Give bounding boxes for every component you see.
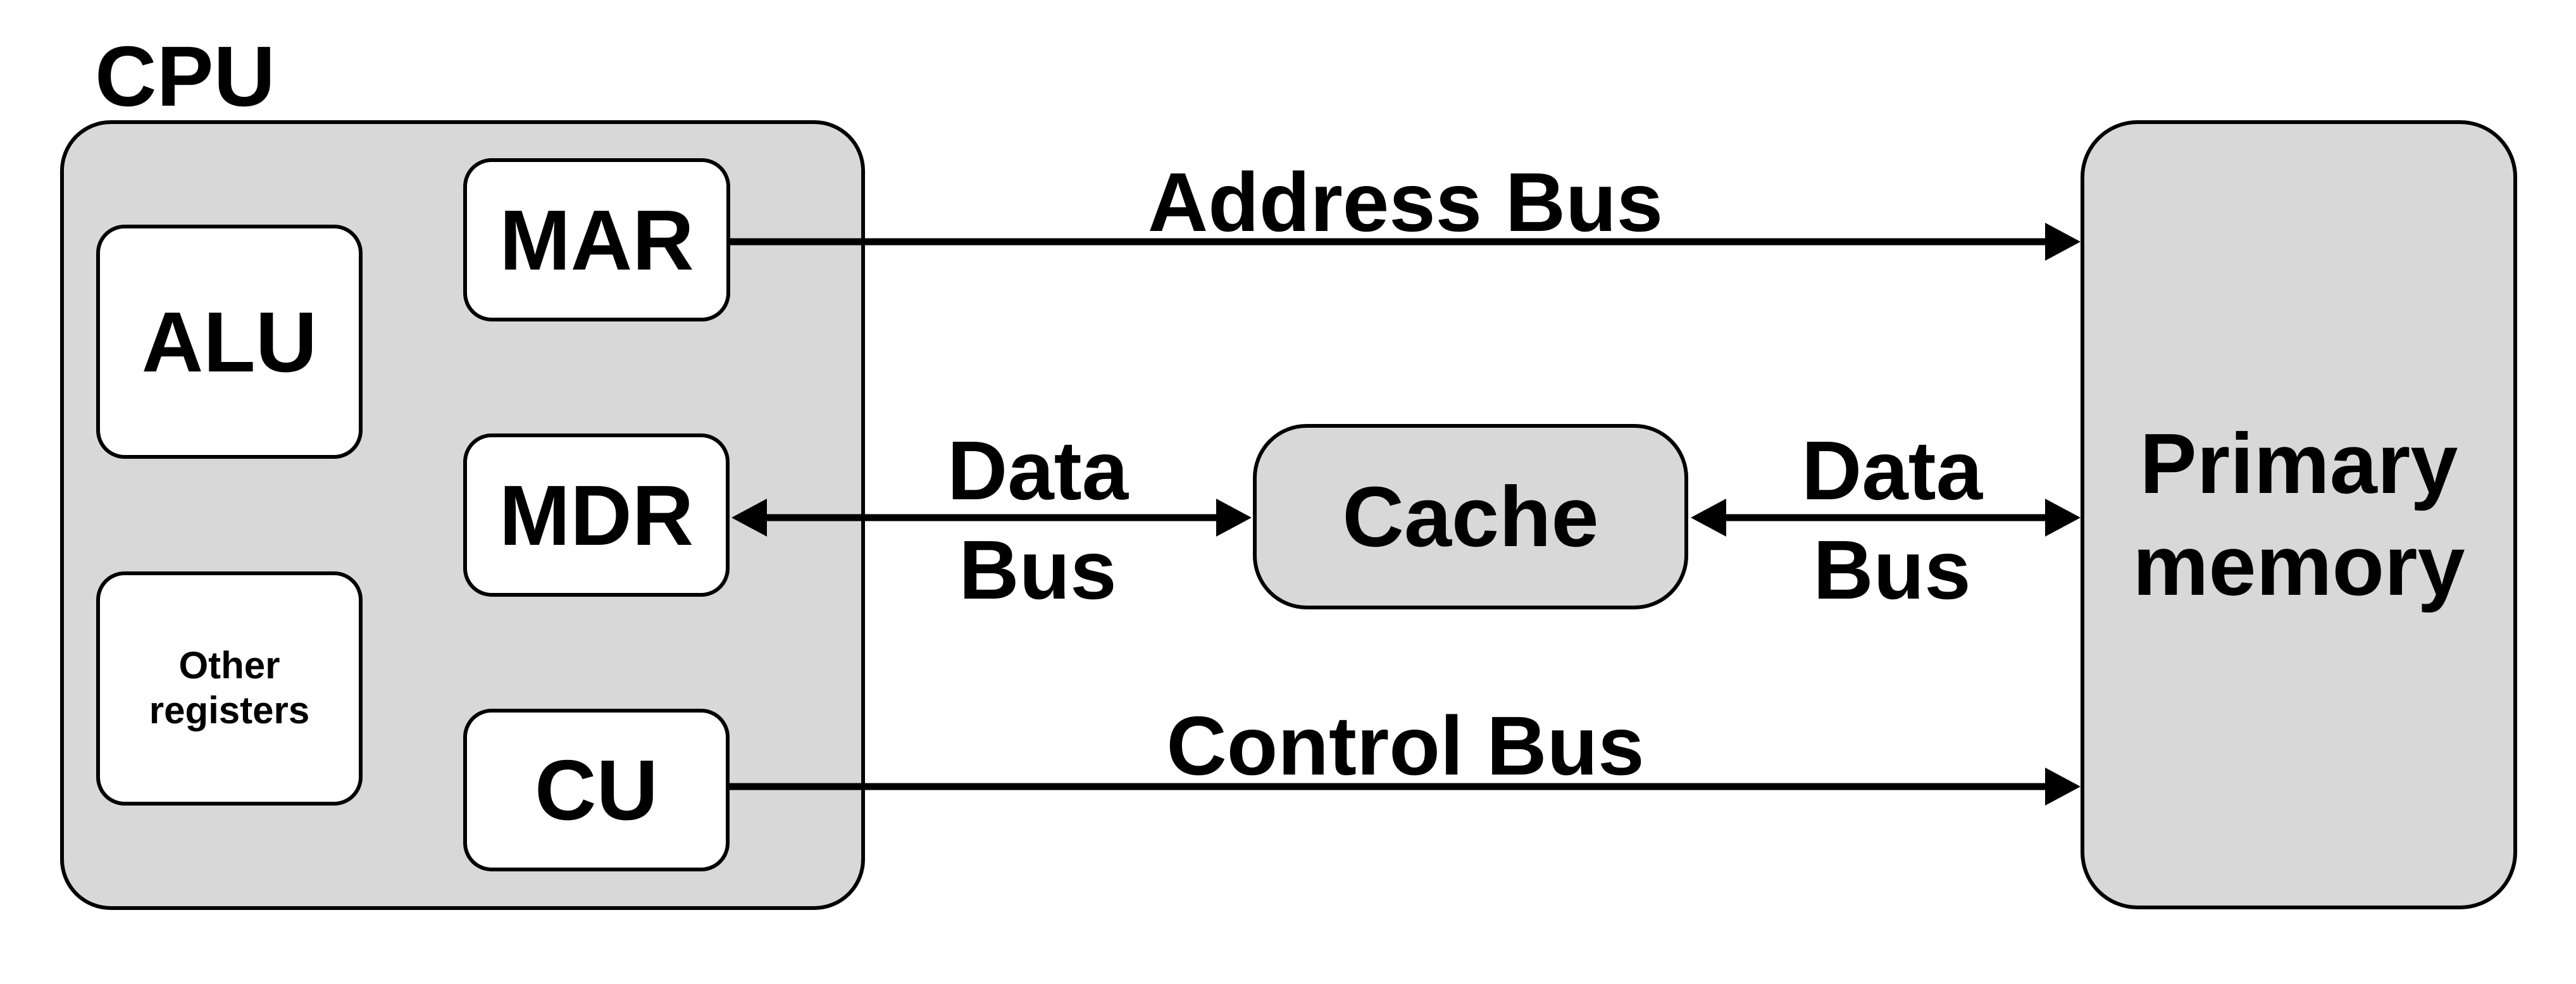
cu-box: CU [463, 709, 730, 871]
mdr-box: MDR [463, 433, 730, 597]
primary-memory-box: Primary memory [2081, 120, 2517, 909]
data-bus-right-label: Data Bus [1801, 424, 1983, 617]
alu-label: ALU [141, 294, 318, 390]
other-registers-label: Other registers [149, 644, 310, 732]
cache-box: Cache [1253, 424, 1688, 609]
other-registers-box: Other registers [96, 571, 363, 806]
cu-label: CU [535, 742, 658, 838]
data-bus-left-label: Data Bus [947, 424, 1129, 617]
mar-box: MAR [463, 158, 730, 321]
mdr-label: MDR [499, 467, 694, 563]
address-bus-label: Address Bus [1147, 156, 1664, 249]
alu-box: ALU [96, 225, 363, 459]
primary-memory-label: Primary memory [2132, 415, 2465, 613]
cpu-label: CPU [95, 28, 276, 124]
mar-label: MAR [499, 192, 694, 288]
cache-label: Cache [1342, 469, 1599, 564]
control-bus-label: Control Bus [1166, 699, 1645, 792]
